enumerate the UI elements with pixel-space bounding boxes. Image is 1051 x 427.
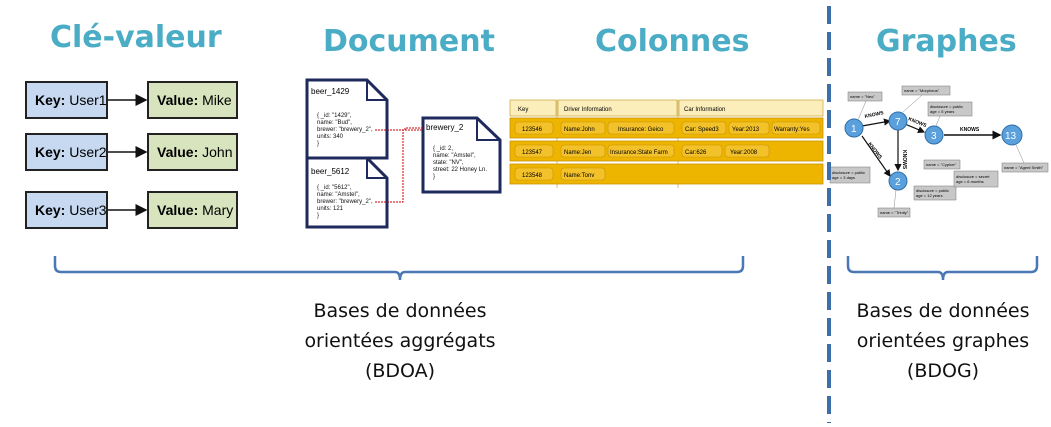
svg-text:2: 2 [895,177,901,188]
svg-text:name: "Bud",: name: "Bud", [317,120,352,126]
svg-text:Name:Jen: Name:Jen [564,150,591,156]
column-header-key: Key [518,107,528,113]
key-value-arrows [108,94,148,216]
svg-text:}: } [317,213,319,219]
graph-node [1001,124,1023,146]
document-beer-5612: beer_5612 { _id: "5612", name: "Amstel",… [305,156,389,229]
title-columns: Colonnes [595,24,750,59]
svg-text:123548: 123548 [522,173,543,179]
graph-edge [861,135,891,177]
svg-text:{ _id: "5612",: { _id: "5612", [317,185,352,191]
svg-text:KNOWS: KNOWS [907,116,928,129]
svg-text:}: } [317,141,319,147]
svg-text:Name:Tonv: Name:Tonv [564,173,594,179]
aggregate-brace [53,256,745,281]
svg-text:3: 3 [931,131,937,142]
columns-diagram: Key Driver Information Car Information 1… [509,99,824,188]
tag-line: disclosure = secret [956,174,990,179]
document-brewery-2: brewery_2 { _id: 2, name: "Amstel", stat… [421,116,502,194]
svg-text:name = "Trinity": name = "Trinity" [880,210,909,215]
doc-link-2 [375,129,423,203]
doc-title: brewery_2 [426,123,464,132]
title-graphs: Graphes [876,24,1017,59]
svg-text:}: } [433,174,435,180]
doc-link-1 [375,127,423,131]
graph-node [888,171,908,191]
svg-text:Name:John: Name:John [564,127,595,133]
svg-text:name = "Morpheus": name = "Morpheus" [904,88,940,93]
svg-text:123546: 123546 [522,127,543,133]
svg-text:brewer: "brewery_2",: brewer: "brewery_2", [317,199,373,205]
svg-text:KNOWS: KNOWS [864,110,885,120]
graph-node [844,118,864,138]
svg-text:Year:2013: Year:2013 [732,127,760,133]
tag-line: disclosure = public [916,188,949,193]
svg-text:Insurance: Geico: Insurance: Geico [618,127,664,133]
column-header-car: Car Information [684,107,725,113]
value-box-2: Value: John [147,133,238,171]
svg-text:Insurance:State Farm: Insurance:State Farm [610,150,668,156]
section-divider [827,6,831,423]
svg-text:Warranty:Yes: Warranty:Yes [774,127,810,133]
svg-text:state: "NV",: state: "NV", [433,160,464,166]
graph-node [924,125,944,145]
svg-text:1: 1 [851,124,857,135]
svg-text:Year:2008: Year:2008 [730,150,758,156]
svg-text:name = "Cypher": name = "Cypher" [926,162,957,167]
svg-text:name: "Amstel",: name: "Amstel", [433,153,476,159]
graph-edge [861,118,892,127]
svg-text:name = "Agent Smith": name = "Agent Smith" [1004,165,1044,170]
svg-text:name = "Neo": name = "Neo" [850,94,875,99]
key-box-2: Key: User2 [25,133,108,171]
svg-text:13: 13 [1005,131,1017,142]
tag-line: age = 5 years [930,109,954,114]
svg-text:units: 340: units: 340 [317,134,344,140]
doc-title: beer_1429 [311,87,350,96]
tag-line: disclosure = public [832,170,865,175]
column-header-driver: Driver Information [564,107,612,113]
value-box-3: Value: Mary [147,191,238,229]
tag-line: disclosure = public [930,104,963,109]
svg-text:units: 121: units: 121 [317,206,344,212]
aggregate-caption: Bases de données orientées aggrégats (BD… [304,300,496,382]
graph-node [888,111,908,131]
svg-text:street: 22 Honey Ln.: street: 22 Honey Ln. [433,167,487,173]
tag-line: age = 6 months [956,179,984,184]
doc-title: beer_5612 [311,167,350,176]
title-key-value: Clé-valeur [50,20,222,55]
svg-text:Car:626: Car:626 [685,150,707,156]
title-document: Document [323,24,495,59]
tag-line: age = 12 years [916,193,943,198]
svg-text:KNOWS: KNOWS [866,142,883,161]
graph-edge [904,123,926,133]
graph-diagram: KNOWS KNOWS KNOWS KNOWS KNOWS 1 7 3 13 2… [829,85,1049,218]
braces [53,256,1039,281]
key-box-1: Key: User1 [25,81,108,119]
graph-caption: Bases de données orientées graphes (BDOG… [856,300,1030,382]
document-beer-1429: beer_1429 { _id: "1429", name: "Bud", br… [305,78,389,160]
svg-text:{ _id: 2,: { _id: 2, [433,146,453,152]
svg-text:123547: 123547 [522,150,543,156]
value-box-1: Value: Mike [147,81,238,119]
document-diagram: beer_1429 { _id: "1429", name: "Bud", br… [305,78,502,229]
graph-brace [846,256,1039,281]
svg-text:{ _id: "1429",: { _id: "1429", [317,113,352,119]
tag-line: age = 3 days [832,175,855,180]
svg-text:name: "Amstel",: name: "Amstel", [317,192,360,198]
svg-text:Car: Speed3: Car: Speed3 [685,127,719,133]
svg-text:KNOWS: KNOWS [901,150,907,170]
svg-text:7: 7 [895,117,901,128]
svg-text:KNOWS: KNOWS [960,127,980,133]
svg-text:brewer: "brewery_2",: brewer: "brewery_2", [317,127,373,133]
key-box-3: Key: User3 [25,191,108,229]
